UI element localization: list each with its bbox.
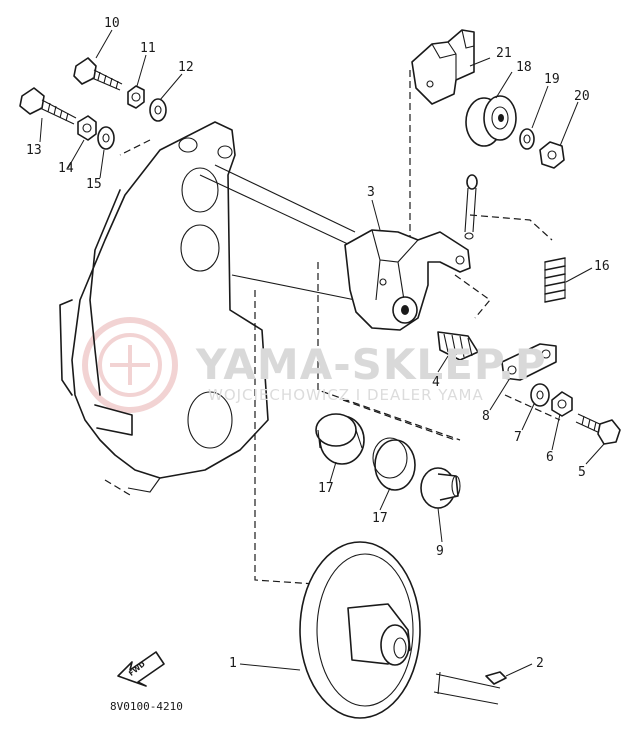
- housing-bracket: [59, 121, 269, 493]
- callout-17-lower: 17: [372, 511, 388, 526]
- part-8-link-plate: [501, 343, 557, 381]
- part-10-bolt: [73, 57, 123, 91]
- callout-18: 18: [516, 60, 532, 75]
- callout-8: 8: [482, 409, 490, 424]
- part-18-pulley: [465, 95, 517, 147]
- callout-19: 19: [544, 72, 560, 87]
- callout-9: 9: [436, 544, 444, 559]
- watermark-title: YAMA-SKLEP.P: [196, 340, 547, 389]
- callout-5: 5: [578, 465, 586, 480]
- part-17-bushing-upper: [315, 413, 365, 465]
- watermark-subtitle: WOJCIECHOWICZ I DEALER YAMA: [208, 386, 484, 404]
- part-3-lever: [344, 229, 471, 331]
- part-9-shaft-cap: [420, 467, 461, 509]
- callout-14: 14: [58, 161, 74, 176]
- forward-direction-arrow: [117, 651, 165, 687]
- callout-12: 12: [178, 60, 194, 75]
- callout-10: 10: [104, 16, 120, 31]
- part-4-worm-gear: [437, 331, 479, 361]
- callout-7: 7: [514, 430, 522, 445]
- part-1-sheave: [299, 541, 421, 719]
- callout-16: 16: [594, 259, 610, 274]
- part-7-washer: [530, 383, 550, 407]
- callout-15: 15: [86, 177, 102, 192]
- callout-17-upper: 17: [318, 481, 334, 496]
- part-5-bolt: [575, 413, 621, 445]
- part-14-nut: [77, 115, 97, 141]
- callout-13: 13: [26, 143, 42, 158]
- part-19-washer: [519, 128, 535, 150]
- callout-3: 3: [367, 185, 375, 200]
- callout-21: 21: [496, 46, 512, 61]
- watermark-logo: [82, 317, 178, 413]
- part-12-washer: [149, 98, 167, 122]
- part-16-spring: [544, 257, 566, 303]
- assembly-guide-lines: [104, 70, 561, 586]
- callout-2: 2: [536, 656, 544, 671]
- part-2-key-shaft: [433, 671, 507, 705]
- part-21-bracket: [411, 29, 475, 105]
- diagram-reference-code: 8V0100-4210: [110, 700, 183, 713]
- part-11-nut: [127, 85, 145, 109]
- callout-11: 11: [140, 41, 156, 56]
- callout-4: 4: [432, 375, 440, 390]
- part-17-bushing-lower: [372, 437, 416, 491]
- callout-1: 1: [229, 656, 237, 671]
- pivot-pin: [464, 174, 478, 240]
- callout-20: 20: [574, 89, 590, 104]
- callout-6: 6: [546, 450, 554, 465]
- part-6-nut: [551, 391, 573, 417]
- part-20-nut: [539, 141, 565, 169]
- part-15-washer: [97, 126, 115, 150]
- part-13-bolt: [19, 87, 77, 125]
- callout-leaders: [39, 29, 605, 677]
